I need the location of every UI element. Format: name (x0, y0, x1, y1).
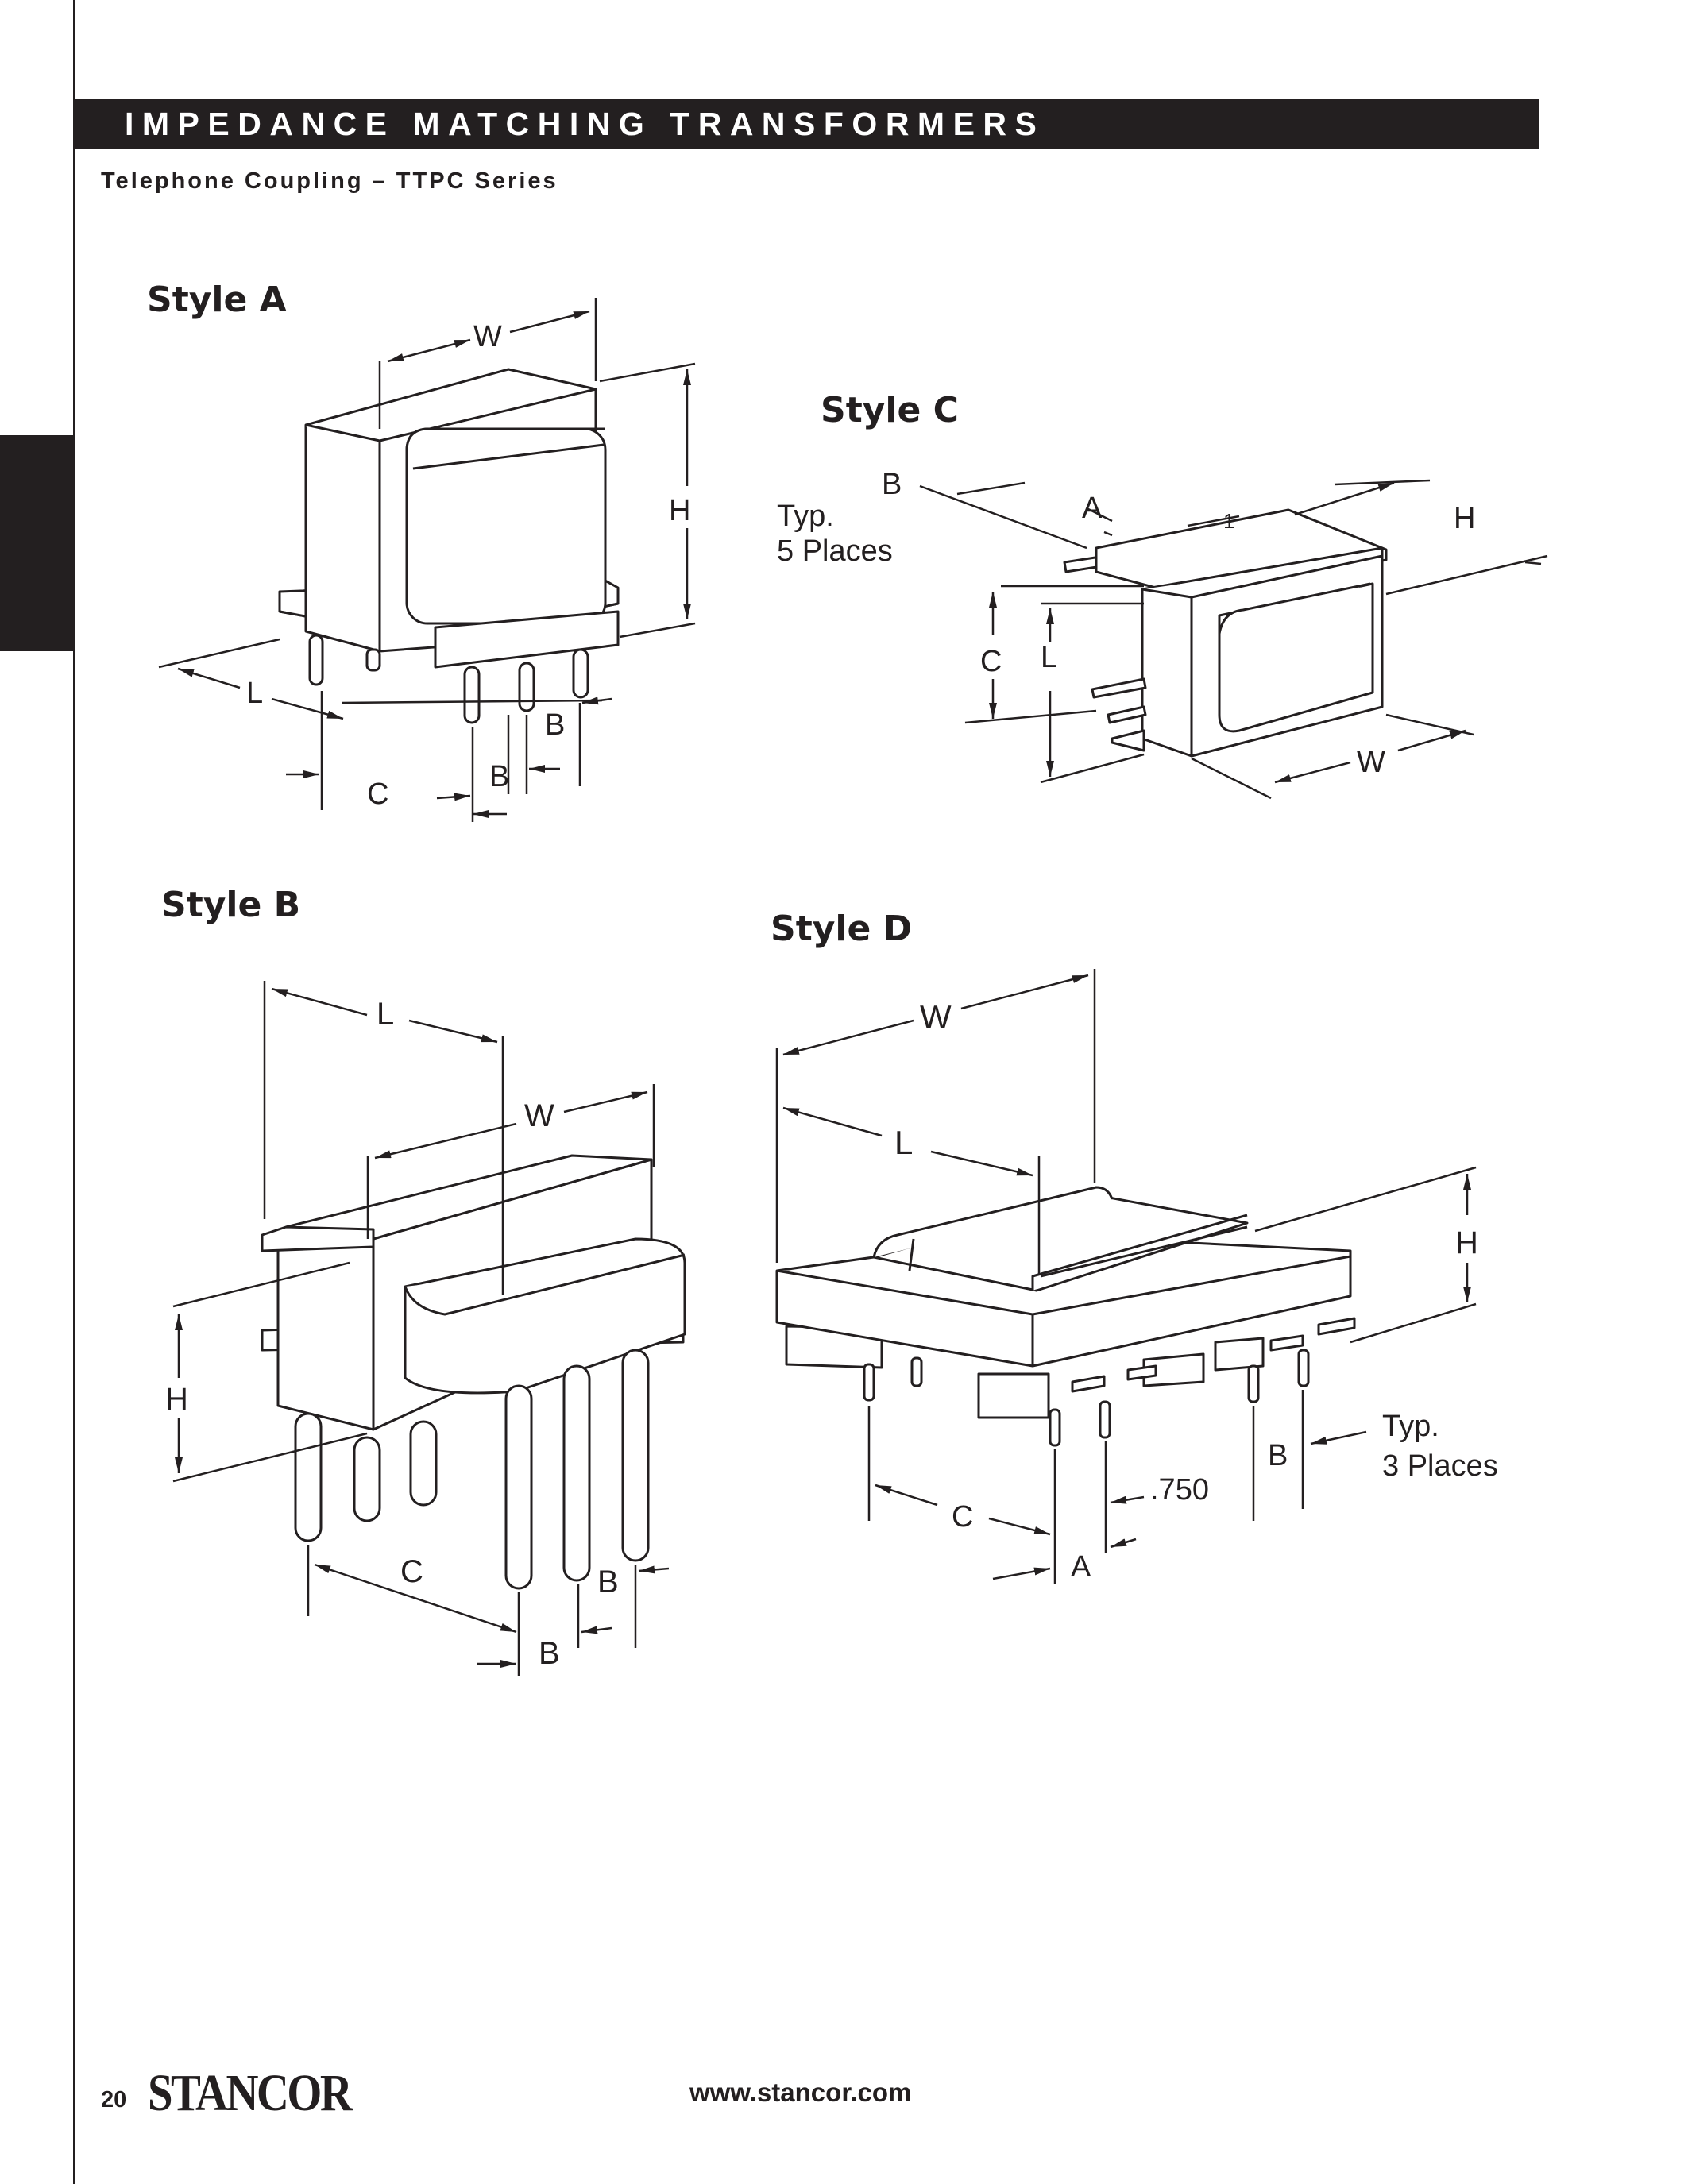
section-thumb-tab (0, 435, 73, 651)
style-c-label-pin: 1 (1223, 509, 1234, 533)
style-c-labels: B Typ. 5 Places A 1 H C L W (777, 468, 1475, 779)
style-b-label-b-upper: B (597, 1565, 619, 1599)
style-a-label-b-upper: B (545, 708, 565, 742)
style-a-label-w: W (473, 320, 502, 353)
style-d-label-places: 3 Places (1382, 1449, 1498, 1483)
style-d-label-h: H (1455, 1225, 1478, 1260)
style-b-label-b-lower: B (539, 1636, 560, 1671)
style-a-label-l: L (246, 677, 263, 710)
style-a-dimensions (158, 298, 696, 822)
style-c-label-l: L (1041, 641, 1057, 674)
style-d-label-b: B (1268, 1439, 1288, 1472)
page-title: IMPEDANCE MATCHING TRANSFORMERS (125, 106, 1045, 142)
page-number: 20 (101, 2087, 127, 2113)
style-d-dimensions (775, 969, 1477, 1584)
style-c-label-typ: Typ. (777, 500, 834, 533)
style-d-heading: Style D (771, 909, 913, 949)
style-d-label-spacing: .750 (1150, 1473, 1209, 1507)
style-a-label-h: H (669, 494, 690, 527)
style-c-heading: Style C (821, 390, 959, 430)
style-d-label-c: C (952, 1500, 973, 1534)
style-d-drawing (775, 1186, 1356, 1447)
style-a-labels: W H L B B C (246, 320, 690, 811)
style-c-label-b: B (882, 468, 902, 501)
style-d-labels: W L H Typ. 3 Places B .750 C A (894, 998, 1498, 1584)
style-b-dimensions (172, 981, 670, 1676)
style-a-heading: Style A (147, 280, 287, 320)
style-a-label-c: C (367, 778, 388, 811)
style-b-label-l: L (377, 997, 394, 1032)
style-b-heading: Style B (161, 885, 301, 925)
page-subtitle: Telephone Coupling – TTPC Series (101, 168, 558, 194)
style-c-dimensions (919, 479, 1548, 800)
style-a-label-b-lower: B (489, 760, 509, 793)
style-b-label-h: H (165, 1382, 188, 1417)
style-c-label-c: C (980, 645, 1002, 678)
style-c-drawing (1063, 508, 1388, 758)
website-link[interactable]: www.stancor.com (689, 2078, 912, 2107)
style-c-label-w: W (1357, 746, 1385, 779)
style-c-label-places: 5 Places (777, 534, 893, 568)
style-d-label-l: L (894, 1124, 913, 1161)
style-b-label-w: W (524, 1098, 554, 1133)
style-d-label-w: W (920, 998, 952, 1036)
stancor-logo: STANCOR (148, 2064, 353, 2122)
style-c-label-h: H (1454, 502, 1475, 535)
style-b-drawing (261, 1154, 686, 1590)
style-d-label-a: A (1071, 1550, 1091, 1584)
style-b-labels: L W H C B B (165, 997, 619, 1671)
header-bar: IMPEDANCE MATCHING TRANSFORMERS (73, 99, 1539, 149)
left-margin-rule (73, 0, 75, 2184)
style-b-label-c: C (400, 1554, 423, 1589)
style-a-drawing (278, 368, 620, 724)
style-d-label-typ: Typ. (1382, 1410, 1439, 1443)
style-c-label-a: A (1082, 492, 1103, 525)
